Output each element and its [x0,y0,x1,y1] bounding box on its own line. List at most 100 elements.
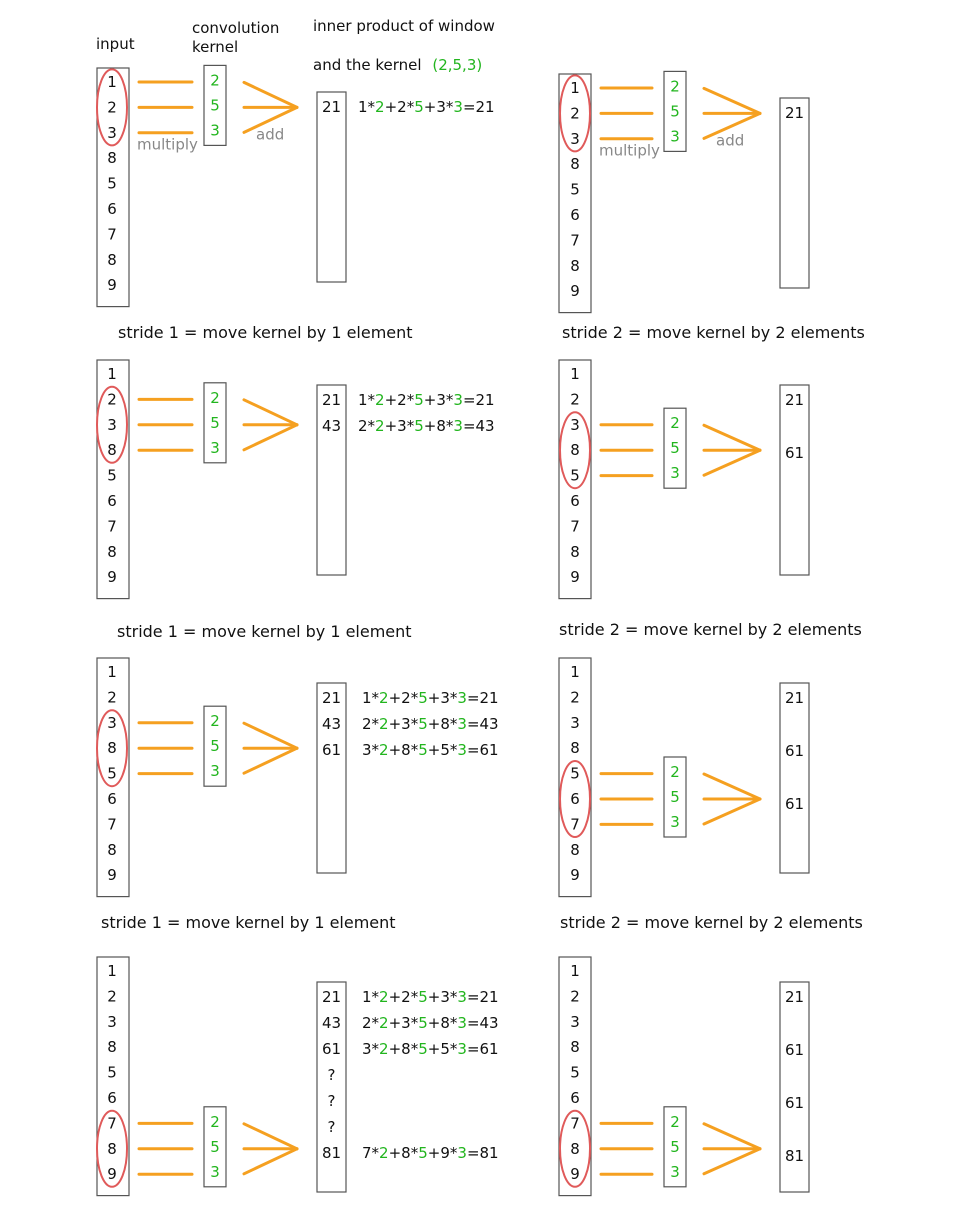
input-value: 1 [570,962,580,980]
input-value: 1 [107,663,117,681]
kernel-value: 2 [210,71,220,89]
output-column-box [316,91,347,283]
input-column-box [558,359,592,600]
input-value: 9 [107,276,117,294]
input-value: 8 [107,841,117,859]
inner-product-label-text: and the kernel [313,56,422,74]
window-ellipse [559,411,591,490]
input-value: 3 [107,714,117,732]
input-value: 3 [570,1013,580,1031]
input-value: 5 [107,765,117,783]
add-arrow-top [702,772,762,801]
input-value: 7 [570,517,580,535]
add-arrow-bottom [702,1147,762,1176]
input-value: 8 [107,1038,117,1056]
output-value: 43 [322,715,341,733]
input-value: 9 [107,568,117,586]
input-value: 3 [107,416,117,434]
equation: 1*2+2*5+3*3=21 [358,391,495,409]
input-value: 2 [107,688,117,706]
kernel-box [203,705,227,787]
output-column-box [779,682,810,874]
kernel-value: 3 [210,762,220,780]
input-value: 6 [570,492,580,510]
output-column-box [779,97,810,289]
input-value: 8 [570,1140,580,1158]
window-ellipse [96,709,128,788]
input-value: 8 [107,543,117,561]
output-value: 61 [785,1041,804,1059]
input-column-box [96,67,130,308]
input-value: 3 [107,124,117,142]
input-value: 5 [570,181,580,199]
kernel-value: 2 [210,389,220,407]
input-value: 2 [107,987,117,1005]
input-value: 2 [570,987,580,1005]
output-value: 61 [785,742,804,760]
output-value: ? [328,1118,336,1136]
add-label: add [256,125,284,143]
output-value: 61 [785,444,804,462]
input-value: 2 [570,688,580,706]
multiply-label: multiply [137,135,198,153]
input-column-box [96,657,130,898]
kernel-value: 5 [210,1138,220,1156]
add-arrow-bottom [242,1147,299,1176]
inner-product-label-line1: inner product of window [313,17,495,35]
input-value: 5 [570,467,580,485]
add-arrow-top [242,721,299,750]
input-value: 8 [107,149,117,167]
input-value: 7 [107,517,117,535]
inner-product-label-line2: and the kernel (2,5,3) [313,56,482,74]
kernel-value: 2 [670,77,680,95]
input-value: 6 [570,206,580,224]
output-value: 81 [322,1144,341,1162]
output-value: 61 [785,1094,804,1112]
input-value: 6 [107,492,117,510]
add-arrow-bottom [702,797,762,826]
equation: 2*2+3*5+8*3=43 [362,715,499,733]
output-value: 43 [322,417,341,435]
output-value: ? [328,1066,336,1084]
output-column-box [316,682,347,874]
input-value: 9 [570,866,580,884]
input-value: 8 [107,441,117,459]
input-column-box [558,73,592,314]
output-value: 21 [785,104,804,122]
inner-product-kernel-green: (2,5,3) [432,56,482,74]
add-arrow-top [702,1122,762,1151]
input-value: 1 [107,73,117,91]
equation: 1*2+2*5+3*3=21 [362,689,499,707]
caption-left-3: stride 1 = move kernel by 1 element [101,913,396,932]
kernel-box [203,382,227,464]
input-value: 5 [107,467,117,485]
input-value: 3 [570,416,580,434]
window-ellipse [96,68,128,147]
equation: 3*2+8*5+5*3=61 [362,741,499,759]
panel-left-3: 123856789253214361???811*2+2*5+3*3=212*2… [96,956,499,1197]
output-value: 21 [785,391,804,409]
input-value: 5 [107,1064,117,1082]
input-value: 6 [107,790,117,808]
equation: 2*2+3*5+8*3=43 [362,1014,499,1032]
output-value: 21 [322,98,341,116]
input-value: 9 [570,282,580,300]
panel-left-2: 1238567892532143611*2+2*5+3*3=212*2+3*5+… [96,657,499,898]
input-value: 8 [570,155,580,173]
input-value: 7 [107,1114,117,1132]
input-value: 9 [107,1165,117,1183]
add-arrow-bottom [702,448,762,477]
input-value: 5 [107,175,117,193]
kernel-value: 5 [210,96,220,114]
window-ellipse [96,1109,128,1188]
input-value: 1 [107,962,117,980]
caption-right-3: stride 2 = move kernel by 2 elements [560,913,863,932]
caption-left-1: stride 1 = move kernel by 1 element [118,323,413,342]
window-ellipse [96,385,128,464]
add-arrow-top [242,398,299,427]
kernel-value: 3 [670,127,680,145]
